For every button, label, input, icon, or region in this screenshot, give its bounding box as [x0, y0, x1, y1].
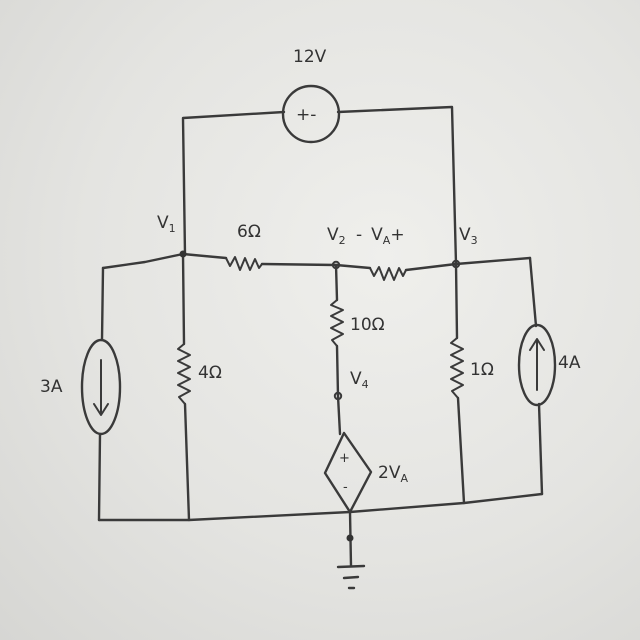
dep-source-minus: -: [343, 480, 348, 495]
node-v2-label: V2: [327, 225, 346, 247]
wire-10ohm-bottom: [335, 344, 340, 398]
resistor-4ohm-label: 4Ω: [198, 363, 222, 383]
dep-source-plus: +: [339, 451, 350, 466]
wire-4ohm-top: [181, 252, 186, 346]
dependent-voltage-source: [323, 431, 373, 514]
resistor-1ohm: [450, 337, 464, 399]
resistor-4ohm: [177, 343, 191, 405]
node-v4-dot: [333, 391, 343, 401]
wire-3a-top: [100, 266, 105, 342]
current-source-4a-label: 4A: [558, 353, 581, 373]
arrow-up-icon: [529, 338, 545, 391]
node-v1-label: V1: [157, 213, 176, 235]
node-v2-dot: [331, 260, 341, 270]
current-source-3a: [80, 338, 122, 436]
dep-source-label: 2VA: [378, 463, 408, 485]
current-source-3a-label: 3A: [40, 377, 63, 397]
wire-1ohm-top: [454, 262, 459, 340]
wire-top-right: [336, 105, 458, 266]
voltage-source-12v-label: 12V: [293, 47, 327, 67]
node-v3-dot: [451, 259, 461, 269]
node-v4-label: V4: [350, 369, 369, 391]
resistor-va: [369, 266, 407, 281]
node-ground-dot: [346, 534, 354, 542]
wire-v2-to-ra: [334, 263, 372, 270]
resistor-6ohm-label: 6Ω: [237, 222, 261, 242]
wire-10ohm-top: [334, 263, 339, 302]
wire-v4-to-dep: [336, 394, 342, 436]
wire-bottom-left: [97, 510, 352, 522]
wire-left-to-v1: [101, 252, 185, 270]
resistor-10ohm-label: 10Ω: [350, 315, 385, 335]
arrow-down-icon: [93, 359, 109, 416]
wire-4a-bottom: [537, 402, 544, 496]
wire-4ohm-bottom: [183, 402, 191, 522]
current-source-4a: [517, 323, 557, 407]
resistor-1ohm-label: 1Ω: [470, 360, 494, 380]
wire-6ohm-to-v2: [260, 262, 338, 267]
va-label: -VA+: [356, 225, 405, 247]
ground-symbol: [336, 564, 366, 590]
wire-3a-bottom: [97, 432, 102, 522]
voltage-source-12v: [281, 84, 341, 144]
wire-v1-to-6ohm: [181, 252, 228, 260]
wire-ra-to-v3: [404, 262, 458, 272]
node-v1-dot: [179, 250, 187, 258]
resistor-6ohm: [225, 256, 263, 271]
voltage-source-polarity: +-: [296, 105, 316, 125]
wire-4a-top: [528, 256, 538, 328]
wire-1ohm-bottom: [456, 396, 466, 505]
wire-v3-to-right: [454, 256, 532, 266]
wire-bottom-right: [348, 492, 544, 514]
node-v3-label: V3: [459, 225, 478, 247]
resistor-10ohm: [330, 299, 344, 347]
wire-top-left: [181, 110, 286, 257]
